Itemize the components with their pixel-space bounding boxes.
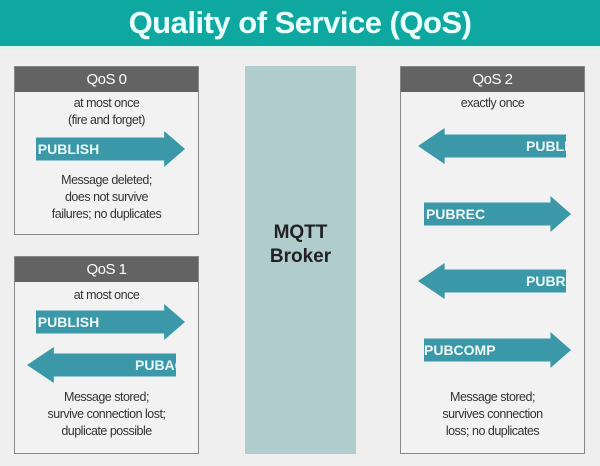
mqtt-broker: MQTT Broker bbox=[245, 66, 356, 454]
qos2-panel: QoS 2 exactly once Message stored; survi… bbox=[400, 66, 585, 454]
qos2-note-1: Message stored; bbox=[450, 390, 535, 404]
page-title: Quality of Service (QoS) bbox=[0, 0, 600, 50]
broker-line1: MQTT bbox=[273, 222, 328, 243]
qos1-header: QoS 1 bbox=[15, 257, 198, 282]
qos2-subtitle: exactly once bbox=[460, 96, 525, 110]
qos0-header: QoS 0 bbox=[15, 67, 198, 92]
qos2-note-2: survives connection bbox=[442, 407, 543, 421]
qos2-note-3: loss; no duplicates bbox=[445, 424, 540, 438]
qos1-note-2: survive connection lost; bbox=[47, 407, 166, 421]
qos1-note-3: duplicate possible bbox=[61, 424, 152, 438]
qos0-note-1: Message deleted; bbox=[61, 173, 152, 187]
qos2-header: QoS 2 bbox=[401, 67, 584, 92]
qos0-subtitle-2: (fire and forget) bbox=[68, 113, 145, 127]
qos0-note-3: failures; no duplicates bbox=[51, 207, 162, 221]
qos1-subtitle: at most once bbox=[73, 288, 140, 302]
broker-label: MQTT Broker bbox=[245, 221, 356, 269]
broker-line2: Broker bbox=[269, 246, 332, 267]
qos0-subtitle-1: at most once bbox=[73, 96, 140, 110]
qos0-note-2: does not survive bbox=[64, 190, 149, 204]
qos1-note-1: Message stored; bbox=[64, 390, 149, 404]
